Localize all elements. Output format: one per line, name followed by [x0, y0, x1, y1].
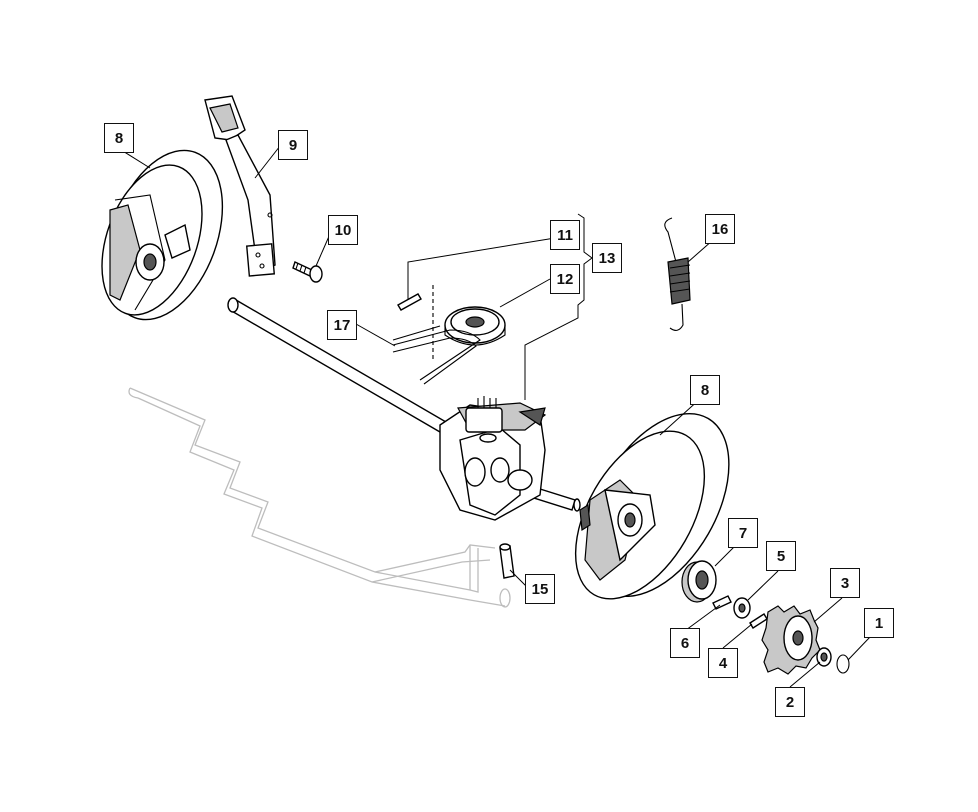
- callout-7[interactable]: 7: [728, 518, 758, 548]
- callout-10[interactable]: 10: [328, 215, 358, 245]
- washer-small: [816, 647, 832, 667]
- callout-8-left-wheel[interactable]: 8: [104, 123, 134, 153]
- callout-4[interactable]: 4: [708, 648, 738, 678]
- pinion-gear: [761, 605, 821, 675]
- tension-spring: [664, 217, 691, 331]
- circlip: [836, 654, 850, 674]
- callout-15[interactable]: 15: [525, 574, 555, 604]
- callout-12[interactable]: 12: [550, 264, 580, 294]
- bearing: [681, 560, 717, 603]
- pulley: [444, 306, 506, 346]
- key: [712, 595, 732, 610]
- callout-6[interactable]: 6: [670, 628, 700, 658]
- wheel-right: [574, 412, 730, 600]
- callout-5[interactable]: 5: [766, 541, 796, 571]
- callout-9[interactable]: 9: [278, 130, 308, 160]
- washer: [733, 597, 751, 619]
- callout-1[interactable]: 1: [864, 608, 894, 638]
- callout-13[interactable]: 13: [592, 243, 622, 273]
- callout-8-right-wheel[interactable]: 8: [690, 375, 720, 405]
- small-key: [749, 613, 768, 629]
- callout-3[interactable]: 3: [830, 568, 860, 598]
- gearbox: [439, 396, 547, 521]
- height-lever-bracket: [204, 95, 276, 277]
- callout-16[interactable]: 16: [705, 214, 735, 244]
- callout-2[interactable]: 2: [775, 687, 805, 717]
- key-pin: [397, 285, 434, 360]
- screw: [292, 261, 323, 283]
- wheel-left: [101, 149, 224, 321]
- pin: [499, 543, 515, 579]
- drive-belt: [392, 325, 481, 385]
- leader-lines: [117, 145, 871, 688]
- chassis-frame-outline: [128, 387, 511, 608]
- callout-11[interactable]: 11: [550, 220, 580, 250]
- callout-17[interactable]: 17: [327, 310, 357, 340]
